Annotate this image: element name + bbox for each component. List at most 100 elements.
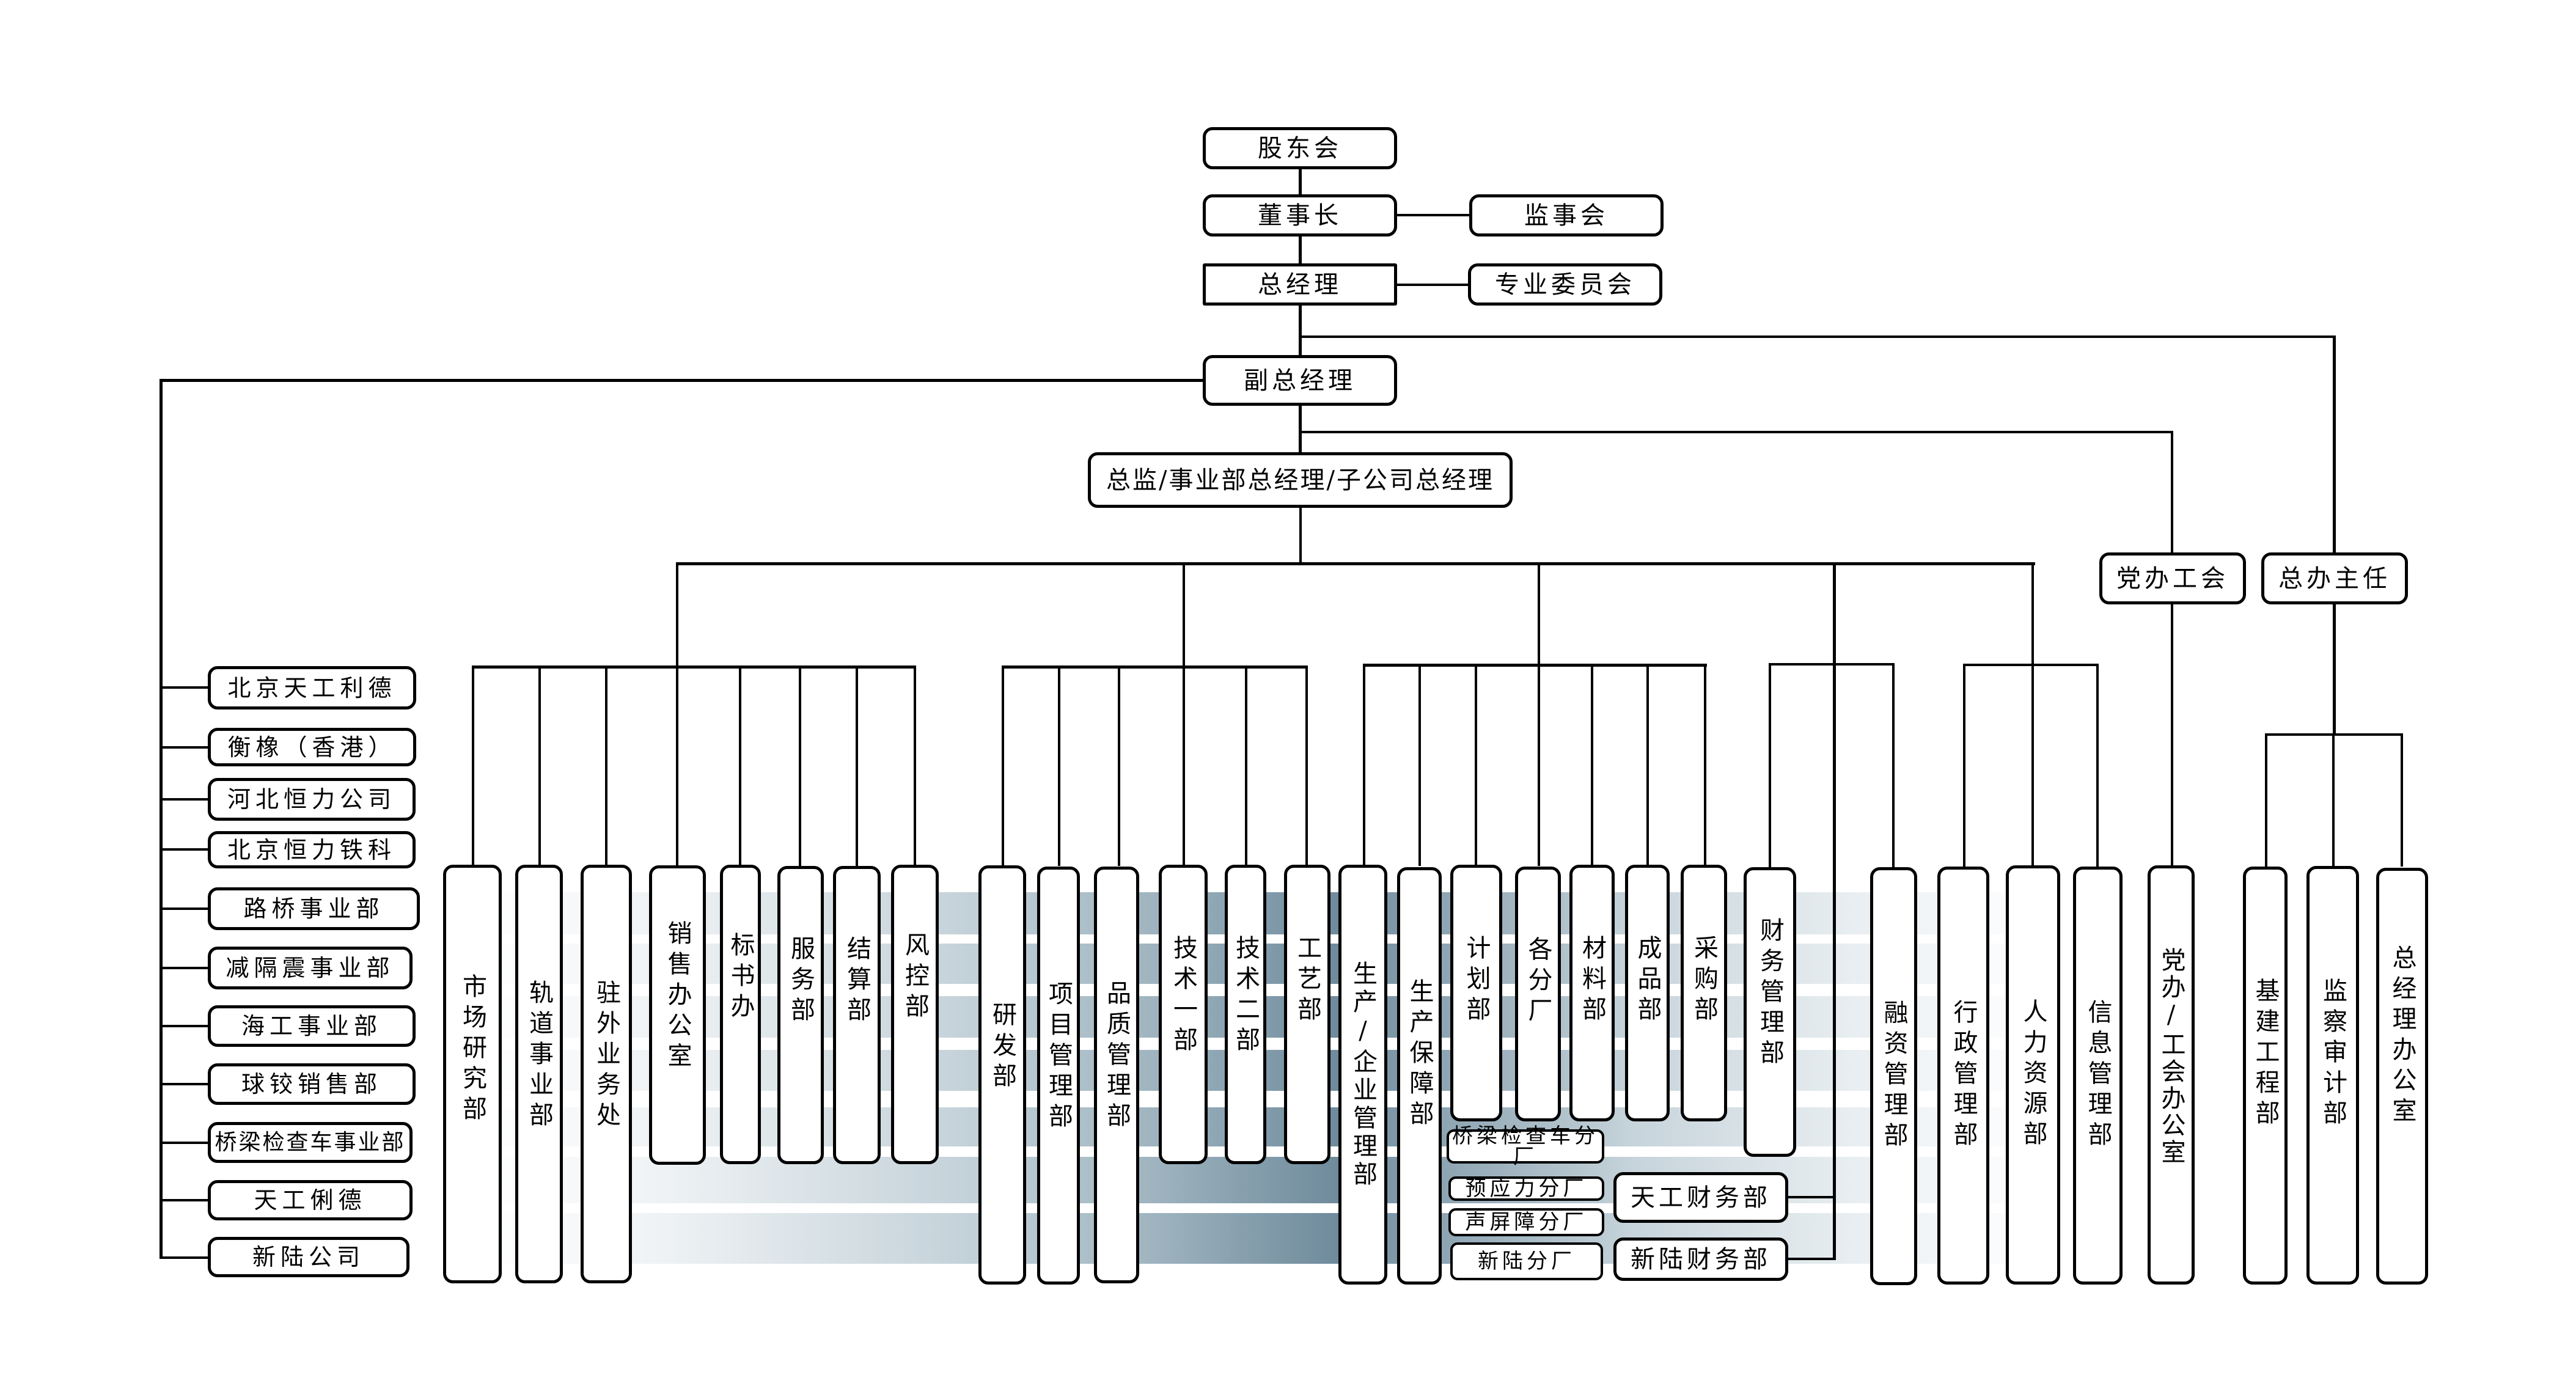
dept-item[interactable]: 行政管理部	[1937, 867, 1989, 1285]
dept-item[interactable]: 市场研究部	[443, 865, 502, 1283]
node-shareholders[interactable]: 股东会	[1203, 127, 1397, 169]
dept-item[interactable]: 技术二部	[1225, 865, 1266, 1164]
background-band	[477, 1213, 2041, 1264]
subsidiary-item[interactable]: 球铰销售部	[208, 1063, 416, 1105]
node-committee[interactable]: 专业委员会	[1468, 263, 1662, 306]
connector	[1396, 214, 1470, 216]
dept-item[interactable]: 信息管理部	[2073, 867, 2123, 1285]
dept-item[interactable]: 采购部	[1681, 865, 1727, 1121]
subsidiary-item[interactable]: 北京恒力铁科	[208, 831, 416, 868]
connector	[1788, 1196, 1835, 1198]
branch-factory-item[interactable]: 新陆分厂	[1450, 1242, 1603, 1280]
connector	[2333, 604, 2336, 735]
dept-item[interactable]: 人力资源部	[2006, 865, 2060, 1285]
subsidiary-item[interactable]: 桥梁检查车事业部	[208, 1122, 413, 1163]
dept-item[interactable]: 销售办公室	[649, 865, 706, 1165]
subsidiary-item[interactable]: 新陆公司	[208, 1237, 409, 1277]
node-office-director[interactable]: 总办主任	[2261, 552, 2408, 604]
connector	[161, 746, 208, 749]
connector	[1002, 666, 1004, 866]
connector	[856, 666, 858, 866]
connector	[1300, 431, 2173, 433]
connector	[676, 666, 678, 866]
connector	[1591, 664, 1593, 866]
node-party-union[interactable]: 党办工会	[2099, 552, 2246, 604]
subsidiary-item[interactable]: 河北恒力公司	[208, 778, 416, 821]
dept-item[interactable]: 轨道事业部	[515, 865, 563, 1283]
node-chairman[interactable]: 董事长	[1203, 194, 1397, 237]
dept-item[interactable]: 融资管理部	[1870, 867, 1917, 1285]
connector	[2171, 431, 2173, 553]
branch-factory-item[interactable]: 桥梁检查车分厂	[1447, 1126, 1604, 1167]
dept-item[interactable]: 生产/企业管理部	[1338, 865, 1387, 1285]
dept-item[interactable]: 各分厂	[1515, 867, 1561, 1121]
connector	[2096, 664, 2099, 867]
dept-item[interactable]: 基建工程部	[2243, 867, 2288, 1285]
dept-item[interactable]: 生产保障部	[1397, 867, 1442, 1285]
connector	[1396, 284, 1470, 286]
connector	[914, 666, 916, 866]
dept-item[interactable]: 监察审计部	[2306, 866, 2359, 1285]
connector	[1118, 666, 1120, 866]
connector	[161, 848, 208, 851]
connector	[1299, 507, 1302, 565]
dept-item[interactable]: 服务部	[777, 866, 824, 1164]
connector	[1418, 664, 1421, 866]
dept-item[interactable]: 计划部	[1450, 865, 1502, 1121]
dept-item[interactable]: 技术一部	[1159, 865, 1208, 1164]
connector	[2333, 336, 2336, 554]
connector	[676, 562, 2035, 565]
connector	[1183, 562, 1185, 667]
dept-item[interactable]: 党办/工会办公室	[2148, 865, 2195, 1285]
branch-factory-item[interactable]: 声屏障分厂	[1448, 1208, 1604, 1236]
connector	[2265, 733, 2267, 867]
dept-item[interactable]: 品质管理部	[1094, 867, 1139, 1283]
group-bar-production	[1363, 664, 1707, 667]
connector	[161, 1256, 208, 1259]
dept-item[interactable]: 驻外业务处	[581, 865, 632, 1283]
connector	[1788, 1258, 1835, 1260]
dept-item[interactable]: 风控部	[891, 865, 939, 1164]
node-general-manager[interactable]: 总经理	[1203, 263, 1397, 306]
subsidiary-item[interactable]: 北京天工利德	[208, 666, 416, 710]
branch-factory-item[interactable]: 预应力分厂	[1448, 1176, 1604, 1201]
dept-item[interactable]: 成品部	[1625, 865, 1670, 1121]
finance-sub-item[interactable]: 天工财务部	[1613, 1172, 1788, 1223]
group-bar-admin	[1963, 664, 2099, 666]
dept-item[interactable]: 工艺部	[1284, 865, 1330, 1164]
node-supervisors[interactable]: 监事会	[1469, 194, 1664, 237]
subsidiary-item[interactable]: 天工俐德	[208, 1180, 413, 1220]
node-deputy-gm[interactable]: 副总经理	[1203, 355, 1397, 406]
node-directors[interactable]: 总监/事业部总经理/子公司总经理	[1088, 452, 1513, 508]
subsidiary-item[interactable]: 海工事业部	[208, 1005, 416, 1047]
connector	[2171, 604, 2173, 867]
dept-item[interactable]: 结算部	[833, 866, 881, 1164]
connector	[2031, 664, 2034, 867]
dept-item[interactable]: 材料部	[1569, 865, 1615, 1121]
connector	[161, 798, 208, 801]
subsidiary-item[interactable]: 减隔震事业部	[208, 947, 413, 989]
connector	[1769, 663, 1771, 867]
group-bar-tech	[1003, 666, 1307, 669]
dept-item[interactable]: 总经理办公室	[2376, 868, 2428, 1285]
connector	[1892, 663, 1895, 867]
connector	[1646, 664, 1649, 866]
dept-item[interactable]: 财务管理部	[1744, 867, 1796, 1157]
group-bar-sales	[472, 666, 916, 669]
connector	[1245, 666, 1247, 866]
connector	[161, 967, 208, 969]
subsidiary-item[interactable]: 衡橡（香港）	[208, 728, 416, 766]
connector	[538, 666, 541, 866]
finance-sub-item[interactable]: 新陆财务部	[1613, 1238, 1788, 1281]
connector	[1475, 664, 1477, 866]
connector	[161, 686, 208, 689]
connector	[161, 1025, 208, 1027]
connector	[161, 1083, 208, 1085]
subsidiary-item[interactable]: 路桥事业部	[208, 887, 420, 930]
connector	[1704, 664, 1706, 866]
dept-item[interactable]: 标书办	[720, 865, 761, 1164]
dept-item[interactable]: 项目管理部	[1037, 867, 1080, 1285]
connector	[605, 666, 607, 866]
connector	[1538, 562, 1540, 667]
dept-item[interactable]: 研发部	[978, 865, 1026, 1285]
